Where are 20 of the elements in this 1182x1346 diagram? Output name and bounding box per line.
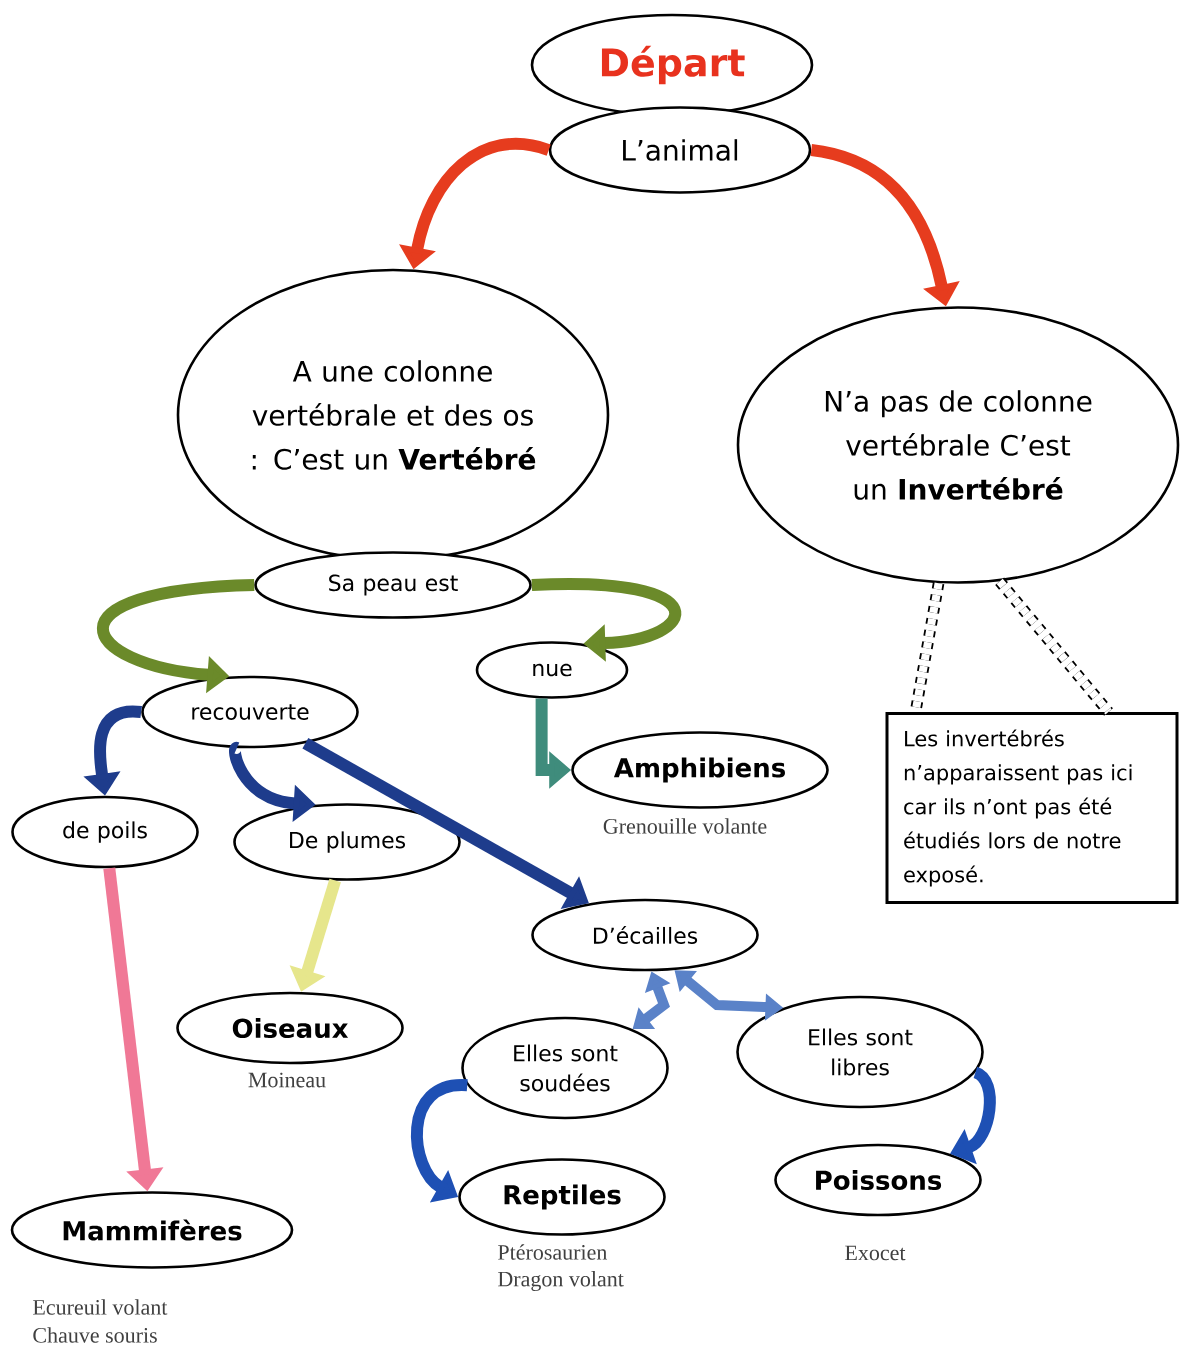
caption-text: Dragon volant	[498, 1271, 624, 1291]
ellipse-node: De plumes	[233, 803, 461, 881]
caption-text: Moineau	[248, 1072, 326, 1088]
ellipse-node: nue	[475, 641, 629, 699]
dashed-connector	[995, 577, 1113, 716]
ellipse-node: N’a pas de colonne vertébrale C’est un Invertébré	[736, 306, 1180, 584]
ellipse-node: L’animal	[548, 106, 812, 194]
ellipse-node: recouverte	[141, 675, 359, 749]
caption-text: Ptérosaurien	[498, 1244, 608, 1260]
caption-text: Grenouille volante	[603, 818, 767, 834]
ellipse-node: Sa peau est	[254, 551, 532, 619]
caption-text: Ecureuil volant	[33, 1299, 168, 1315]
note-box: Les invertébrés n’apparaissent pas ici car ils n’ont pas été étudiés lors de notre exposé.	[885, 711, 1179, 905]
ellipse-node: de poils	[11, 795, 199, 869]
ellipse-node: D’écailles	[531, 898, 759, 972]
ellipse-node: Elles sont libres	[736, 995, 984, 1109]
caption-text: Chauve souris	[33, 1327, 157, 1343]
arrow	[531, 578, 681, 662]
caption-text: Exocet	[845, 1245, 906, 1261]
ellipse-node: Elles sont soudées	[461, 1016, 669, 1120]
